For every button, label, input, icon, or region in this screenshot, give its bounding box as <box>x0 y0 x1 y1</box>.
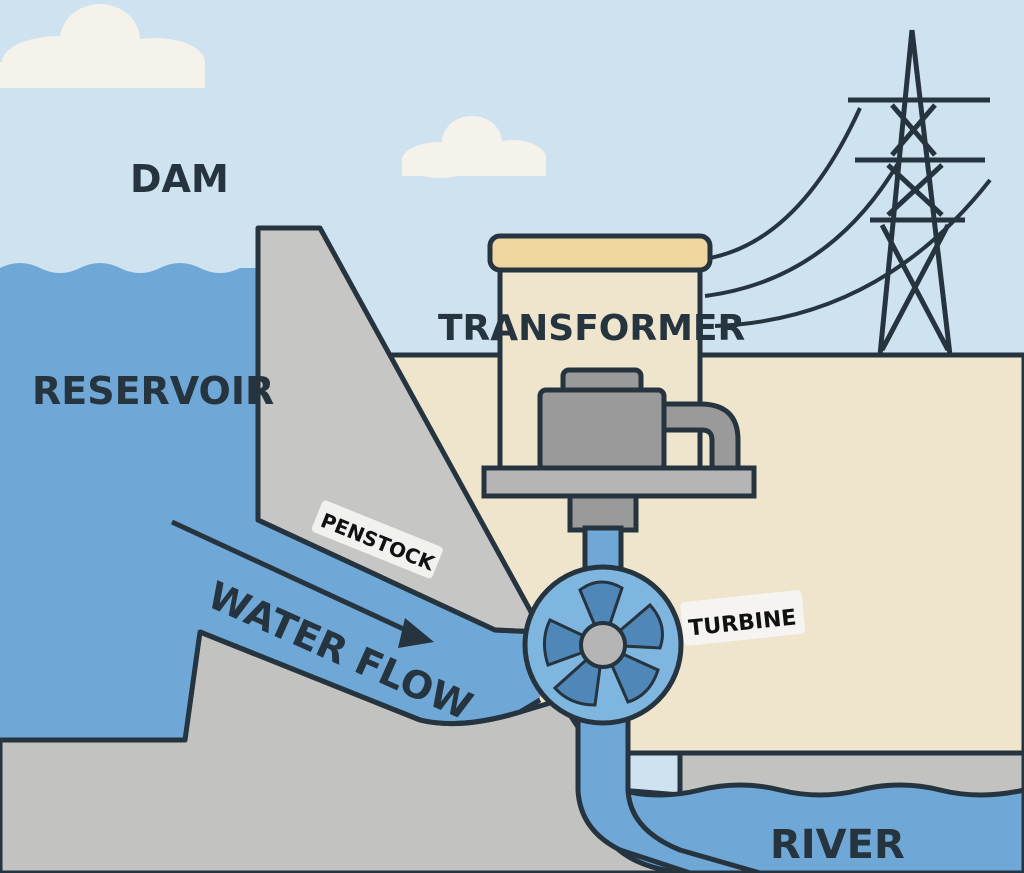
generator-shaft-block <box>567 493 639 533</box>
power-lines <box>704 107 992 328</box>
penstock-floor <box>199 629 542 727</box>
cloud-left <box>0 4 205 88</box>
label-dam: DAM <box>130 157 229 201</box>
turbine-tag: TURBINE <box>680 590 806 646</box>
outflow-pipe <box>575 697 763 873</box>
transmission-tower <box>848 29 990 356</box>
generator-platform <box>481 465 757 499</box>
transformer-roof <box>487 233 713 273</box>
label-transformer: TRANSFORMER <box>438 308 745 349</box>
label-reservoir: RESERVOIR <box>32 369 274 413</box>
cloud-middle <box>402 116 546 178</box>
water-flow-arrow <box>170 519 434 648</box>
label-river: RIVER <box>770 822 905 868</box>
generator-body <box>537 387 667 473</box>
turbine-hub <box>579 621 627 669</box>
turbine-blades <box>543 580 664 707</box>
